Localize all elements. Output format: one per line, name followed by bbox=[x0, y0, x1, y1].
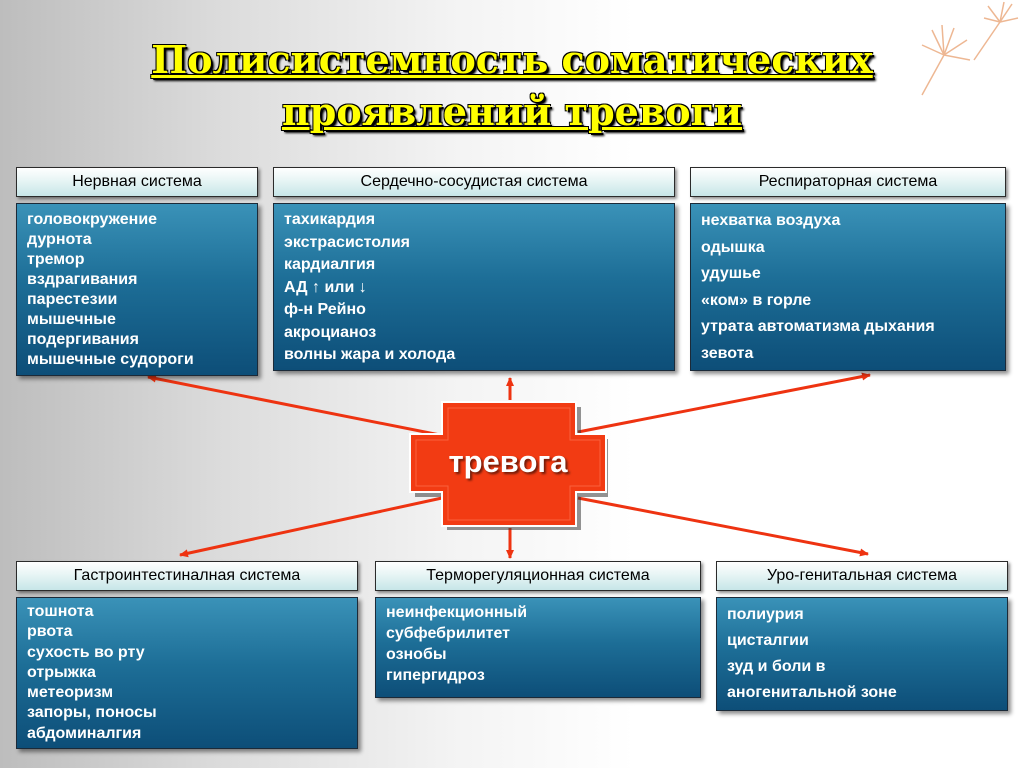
symptom-item: головокружение bbox=[27, 211, 158, 228]
symptom-item: сухость во рту bbox=[27, 643, 145, 661]
respiratory-system-list: нехватка воздуха одышка удушье «ком» в горл… bbox=[701, 208, 995, 367]
arrow-to-uro bbox=[577, 496, 869, 557]
symptom-item: ознобы bbox=[386, 646, 447, 663]
symptom-item: отрыжка bbox=[27, 663, 96, 681]
symptom-item: волны жара и холода bbox=[284, 346, 456, 363]
dandelion-seed-decoration bbox=[921, 1, 1019, 96]
symptom-item: неинфекционный bbox=[386, 604, 528, 621]
gastro-system-list: тошнота рвота сухость во рту отрыжка метеори… bbox=[27, 602, 347, 744]
cardio-system-header: Сердечно-сосудистая система bbox=[273, 167, 675, 197]
symptom-item: мышечные bbox=[27, 311, 116, 328]
symptom-item: зуд и боли в bbox=[727, 658, 826, 675]
nervous-system-header: Нервная система bbox=[16, 167, 258, 197]
uro-system-body: полиурия цисталгии зуд и боли в аногениталь… bbox=[716, 597, 1008, 711]
symptom-item: одышка bbox=[701, 238, 765, 256]
symptom-item: утрата автоматизма дыхания bbox=[701, 318, 935, 335]
nervous-system-list: головокружение дурнота тремор вздрагивания п… bbox=[27, 210, 247, 370]
symptom-item: гипергидроз bbox=[386, 667, 485, 684]
symptom-item: парестезии bbox=[27, 291, 118, 308]
symptom-item: акроцианоз bbox=[284, 323, 377, 341]
anxiety-label: тревога bbox=[448, 444, 568, 479]
slide-title-line-1: Полисистемность соматических bbox=[151, 37, 873, 82]
symptom-item: рвота bbox=[27, 623, 73, 641]
gastro-system-header: Гастроинтестиналная система bbox=[16, 561, 358, 591]
symptom-item: дурнота bbox=[27, 231, 92, 248]
thermo-system-header: Терморегуляционная система bbox=[375, 561, 701, 591]
symptom-item: подергивания bbox=[27, 331, 139, 348]
nervous-system-body: головокружение дурнота тремор вздрагивания п… bbox=[16, 203, 258, 376]
symptom-item: тремор bbox=[27, 251, 85, 268]
symptom-item: полиурия bbox=[727, 606, 804, 623]
symptom-item: метеоризм bbox=[27, 684, 114, 702]
gastro-system-body: тошнота рвота сухость во рту отрыжка метеори… bbox=[16, 597, 358, 749]
symptom-item: мышечные судороги bbox=[27, 351, 194, 368]
symptom-item: «ком» в горле bbox=[701, 291, 812, 309]
slide-title-line-2: проявлений тревоги bbox=[281, 89, 743, 134]
anxiety-center-shape: тревога bbox=[408, 400, 608, 530]
symptom-item: вздрагивания bbox=[27, 271, 138, 288]
symptom-item: ф-н Рейно bbox=[284, 301, 366, 318]
anxiety-cross-shape bbox=[409, 401, 608, 530]
cardio-system-body: тахикардия экстрасистолия кардиалгия АД ↑ и… bbox=[273, 203, 675, 371]
symptom-item: субфебрилитет bbox=[386, 625, 511, 642]
symptom-item: абдоминалгия bbox=[27, 724, 142, 742]
symptom-item: АД ↑ или ↓ bbox=[284, 278, 367, 296]
thermo-system-list: неинфекционный субфебрилитет ознобы гиперги… bbox=[386, 602, 690, 686]
symptom-item: запоры, поносы bbox=[27, 704, 157, 722]
thermo-system-body: неинфекционный субфебрилитет ознобы гиперги… bbox=[375, 597, 701, 698]
symptom-item: нехватка воздуха bbox=[701, 212, 841, 229]
respiratory-system-body: нехватка воздуха одышка удушье «ком» в горл… bbox=[690, 203, 1006, 371]
symptom-item: экстрасистолия bbox=[284, 233, 411, 251]
symptom-item: тахикардия bbox=[284, 211, 376, 228]
symptom-item: тошнота bbox=[27, 603, 94, 620]
arrow-to-respiratory bbox=[577, 372, 871, 434]
cardio-system-list: тахикардия экстрасистолия кардиалгия АД ↑ и… bbox=[284, 209, 664, 367]
symptom-item: цисталгии bbox=[727, 632, 809, 649]
uro-system-list: полиурия цисталгии зуд и боли в аногениталь… bbox=[727, 602, 997, 706]
slide-title: Полисистемность соматических проявлений … bbox=[0, 34, 1024, 138]
uro-system-header: Уро-генитальная система bbox=[716, 561, 1008, 591]
symptom-item: удушье bbox=[701, 265, 761, 282]
symptom-item: кардиалгия bbox=[284, 256, 376, 273]
arrow-to-nervous bbox=[147, 374, 441, 437]
symptom-item: аногенитальной зоне bbox=[727, 684, 897, 701]
arrow-to-gastro bbox=[179, 496, 443, 558]
symptom-item: зевота bbox=[701, 344, 754, 362]
respiratory-system-header: Респираторная система bbox=[690, 167, 1006, 197]
